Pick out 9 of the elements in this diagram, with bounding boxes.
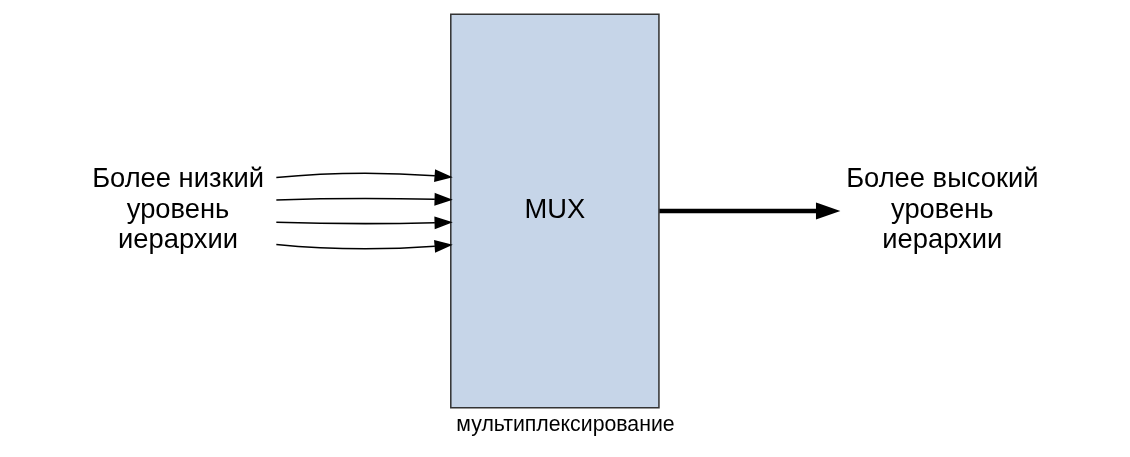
arrow [658,202,840,220]
arrow [275,239,453,253]
node-text: Более низкий уровень иерархии [91,162,264,255]
caption: мультиплексирование [455,411,675,436]
arrow [275,192,453,206]
node-box: MUX [449,13,660,409]
arrow [275,216,453,230]
node-text: Более высокий уровень иерархии [845,162,1038,255]
arrow [275,169,453,183]
